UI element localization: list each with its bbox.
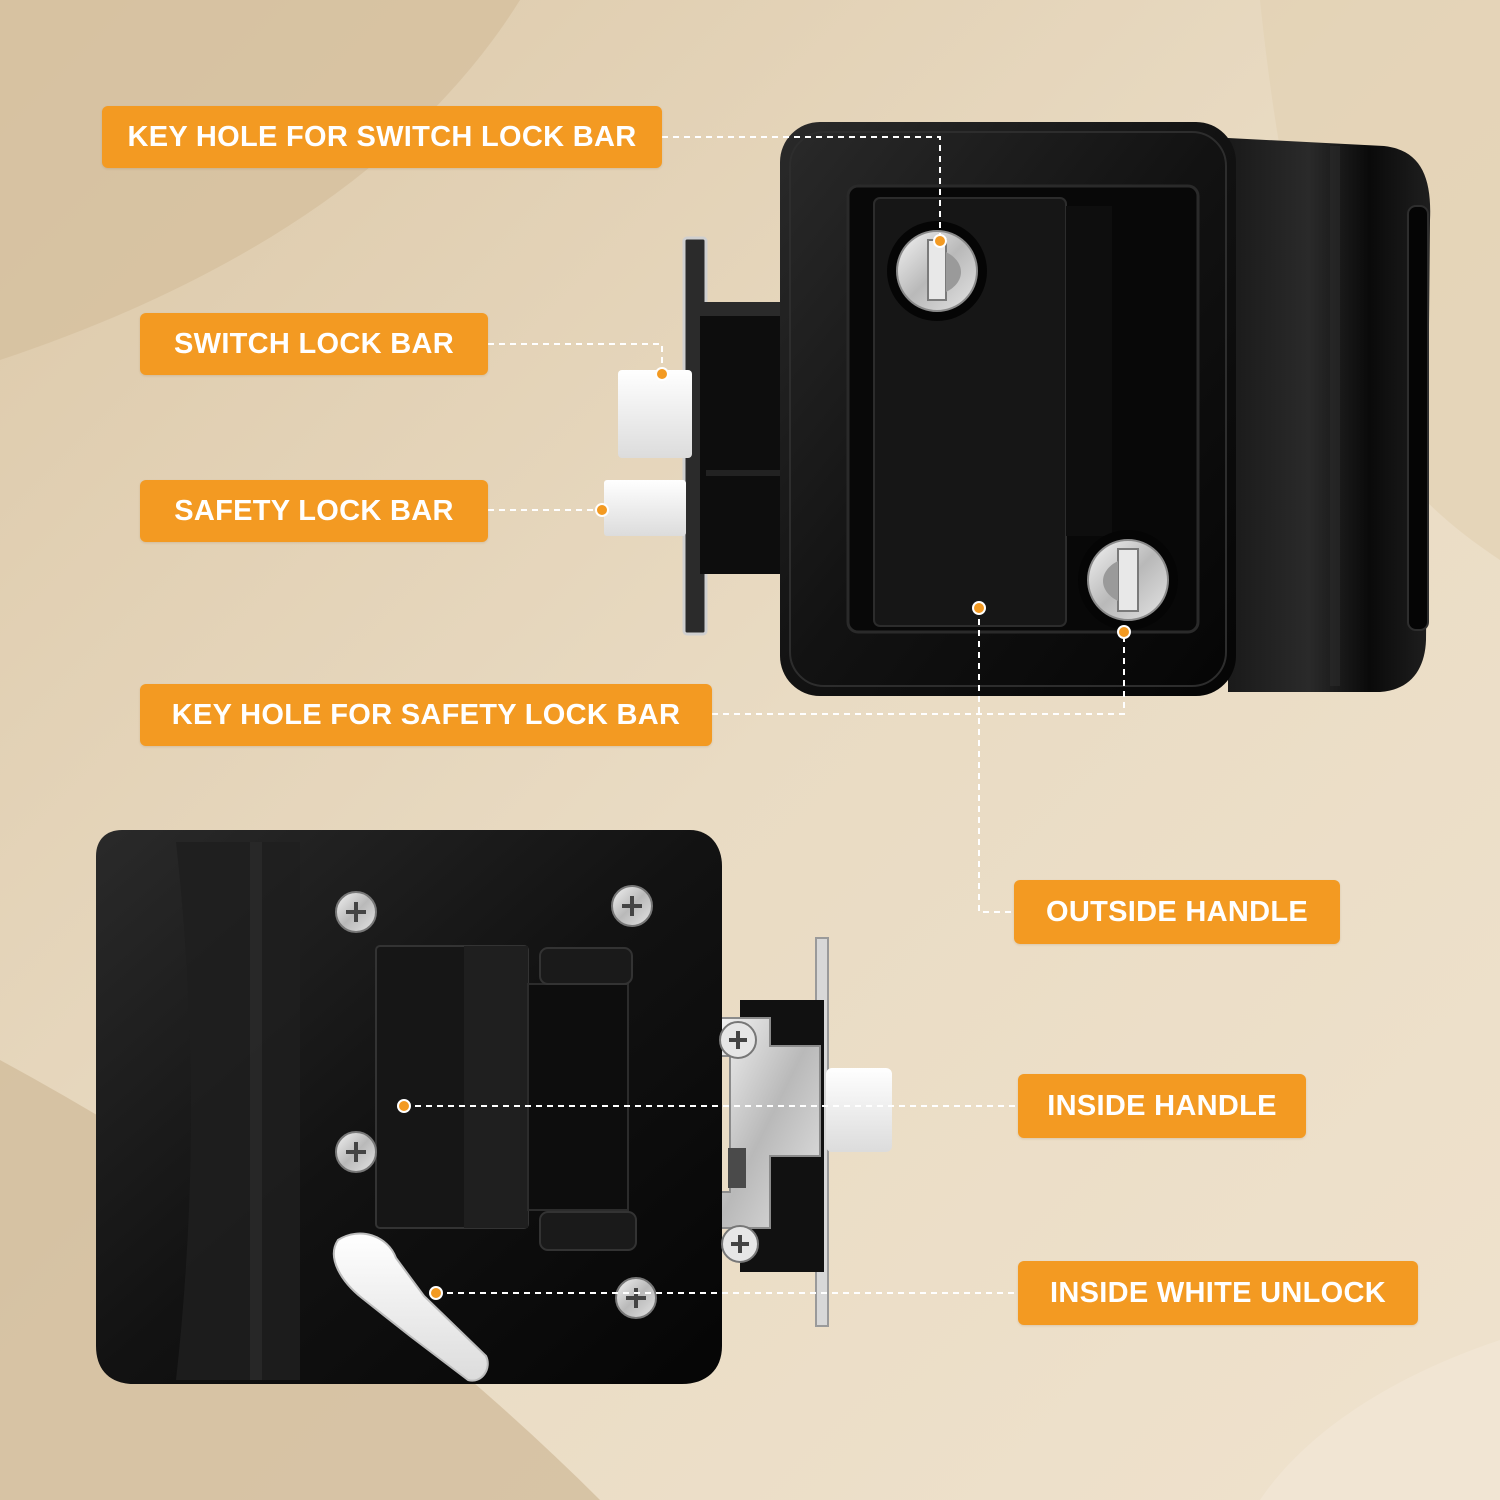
screw-icon: [335, 891, 377, 933]
callout-safety-lock-bar: SAFETY LOCK BAR: [140, 480, 488, 542]
bg-swoosh: [1260, 1340, 1500, 1500]
latch-housing: [700, 302, 786, 574]
leader-key-hole-safety: [712, 632, 1125, 715]
key-cylinder-icon: [1078, 530, 1178, 630]
screw-icon: [615, 1277, 657, 1319]
switch-lock-bar: [618, 370, 692, 458]
safety-lock-bar: [604, 480, 686, 536]
leader-switch-lock-bar: [488, 343, 663, 374]
screw-icon: [719, 1021, 757, 1059]
callout-inside-handle: INSIDE HANDLE: [1018, 1074, 1306, 1138]
bg-swoosh: [0, 0, 520, 360]
screw-icon: [721, 1225, 759, 1263]
outside-lock-assembly: [604, 122, 1431, 696]
white-unlock-lever: [332, 1232, 489, 1382]
callout-outside-handle: OUTSIDE HANDLE: [1014, 880, 1340, 944]
callout-switch-lock-bar: SWITCH LOCK BAR: [140, 313, 488, 375]
leader-dots: [397, 234, 1131, 1300]
callout-inside-white-unlock: INSIDE WHITE UNLOCK: [1018, 1261, 1418, 1325]
screw-icon: [335, 1131, 377, 1173]
callout-key-hole-safety-lock-bar: KEY HOLE FOR SAFETY LOCK BAR: [140, 684, 712, 746]
callout-key-hole-switch-lock-bar: KEY HOLE FOR SWITCH LOCK BAR: [102, 106, 662, 168]
screw-icon: [611, 885, 653, 927]
inside-grip: [176, 842, 300, 1380]
leader-key-hole-switch: [662, 136, 941, 241]
white-latch-bolt: [826, 1068, 892, 1152]
outside-grip: [1228, 138, 1431, 692]
leader-outside-handle: [978, 608, 1014, 913]
leader-lines: [404, 136, 1125, 1294]
key-cylinder-icon: [887, 221, 987, 321]
